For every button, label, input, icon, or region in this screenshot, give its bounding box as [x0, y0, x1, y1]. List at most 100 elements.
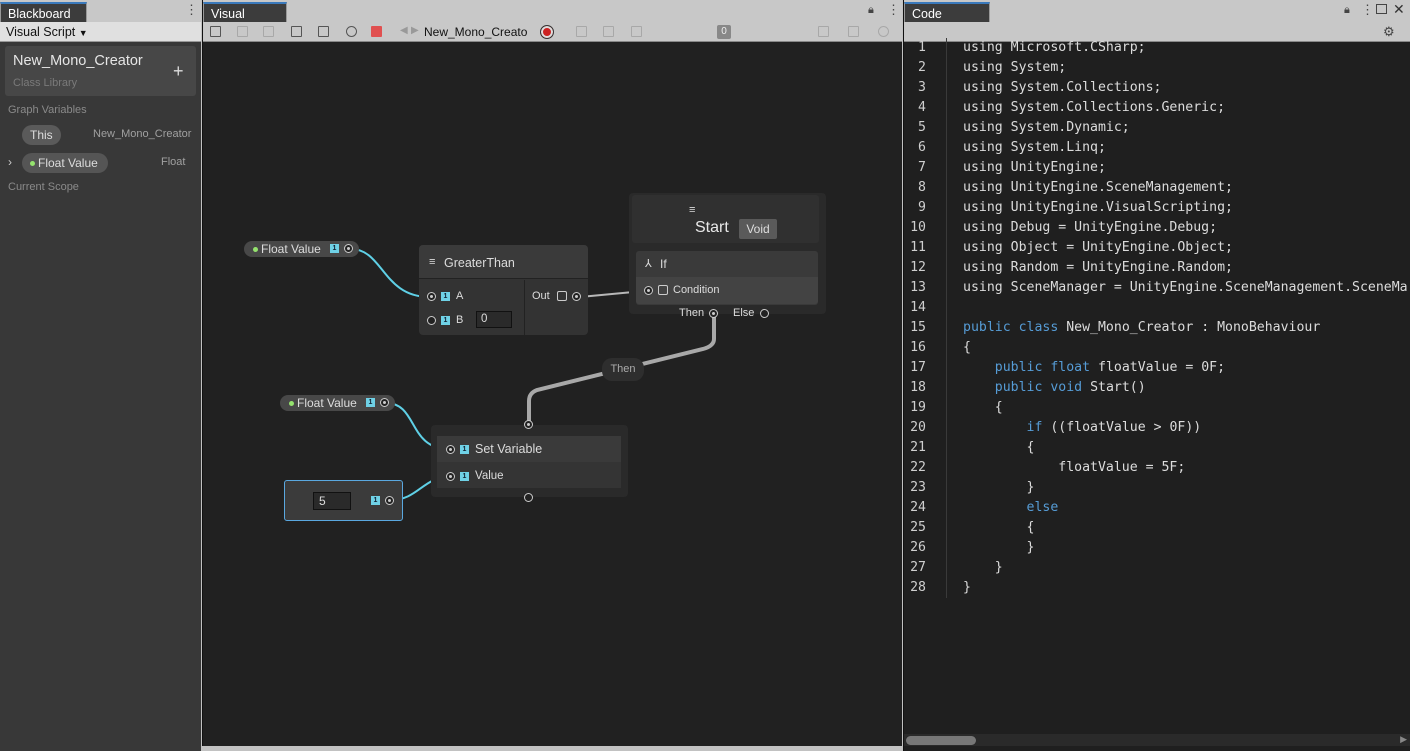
- tab-visual-script[interactable]: Visual Script: [203, 2, 287, 35]
- step-forward-icon[interactable]: [818, 26, 829, 37]
- float-value-label: Float Value: [297, 396, 357, 410]
- back-arrow-icon[interactable]: ◀: [400, 25, 408, 36]
- class-name: New_Mono_Creator: [13, 53, 143, 69]
- input-port-a[interactable]: [427, 292, 436, 301]
- class-card[interactable]: New_Mono_Creator Class Library +: [5, 46, 196, 96]
- more-icon[interactable]: ⋮: [887, 2, 900, 17]
- output-port[interactable]: [380, 398, 389, 407]
- green-dot-icon: [289, 401, 294, 406]
- step-back-icon[interactable]: [631, 26, 642, 37]
- import-icon[interactable]: [263, 26, 274, 37]
- line-number: 1: [918, 40, 926, 55]
- window-icon[interactable]: [291, 26, 302, 37]
- maximize-icon[interactable]: [1376, 4, 1387, 14]
- rewind-icon[interactable]: [603, 26, 614, 37]
- output-port[interactable]: [572, 292, 581, 301]
- fast-forward-icon[interactable]: [848, 26, 859, 37]
- output-port[interactable]: [344, 244, 353, 253]
- b-value-input[interactable]: 0: [476, 311, 512, 328]
- refresh-icon[interactable]: [346, 26, 357, 37]
- if-node[interactable]: ⅄ If Condition: [636, 251, 818, 305]
- condition-port[interactable]: [644, 286, 653, 295]
- var-this-pill[interactable]: This: [22, 125, 61, 145]
- save-icon[interactable]: [210, 26, 221, 37]
- stop-icon[interactable]: [576, 26, 587, 37]
- else-port[interactable]: [760, 309, 769, 318]
- if-title: If: [660, 257, 667, 271]
- line-number: 3: [918, 80, 926, 95]
- literal-input[interactable]: 5: [313, 492, 351, 510]
- line-number: 23: [910, 480, 926, 495]
- more-icon[interactable]: ⋮: [1361, 2, 1374, 17]
- line-text: public void Start(): [994, 380, 1146, 395]
- value-port[interactable]: [446, 472, 455, 481]
- record-icon[interactable]: [540, 25, 554, 39]
- grid-icon[interactable]: [318, 26, 329, 37]
- edges-layer: [350, 248, 716, 501]
- line-text: }: [963, 540, 1035, 555]
- line-number: 27: [910, 560, 926, 575]
- unit-icon: ≡: [689, 204, 696, 216]
- graph-canvas[interactable]: Float Value 1 ≡ GreaterThan 1 A 1 B 0 Ou…: [203, 41, 903, 746]
- dropdown-label: Visual Script: [6, 25, 76, 39]
- start-event-node[interactable]: ≡ Start Void ⅄ If Condition Then Else: [629, 193, 826, 319]
- float-type-icon: 1: [330, 244, 339, 253]
- expand-chevron-icon[interactable]: ›: [8, 155, 12, 169]
- line-number: 6: [918, 140, 926, 155]
- float-value-node-1[interactable]: Float Value 1: [244, 241, 359, 257]
- float-literal-node[interactable]: 5 1: [284, 480, 403, 521]
- code-viewer-tabbar: Code Viewer 🔒︎ ⋮ ✕: [904, 0, 1410, 35]
- flow-in-port[interactable]: [524, 420, 533, 429]
- flow-out-port[interactable]: [524, 493, 533, 502]
- settings-icon[interactable]: [878, 26, 889, 37]
- visual-script-panel: Visual Script 🔒︎ ⋮ ◀ ▶ New_Mono_Creato 0: [202, 0, 902, 746]
- scroll-thumb[interactable]: [906, 736, 976, 745]
- var-float-pill[interactable]: Float Value: [22, 153, 108, 173]
- tab-code-viewer[interactable]: Code Viewer: [904, 2, 990, 35]
- gear-icon[interactable]: ⚙: [1383, 24, 1395, 39]
- output-port[interactable]: [385, 496, 394, 505]
- lock-icon[interactable]: 🔒︎: [1344, 4, 1350, 16]
- close-icon[interactable]: ✕: [1393, 1, 1405, 17]
- line-number: 18: [910, 380, 926, 395]
- set-variable-node[interactable]: 1 Set Variable 1 Value: [431, 420, 628, 502]
- greater-than-node[interactable]: ≡ GreaterThan 1 A 1 B 0 Out: [419, 245, 588, 335]
- variable-port[interactable]: [446, 445, 455, 454]
- line-text: using UnityEngine.SceneManagement;: [963, 180, 1233, 195]
- visual-script-dropdown[interactable]: Visual Script ▼: [6, 25, 88, 39]
- horizontal-scrollbar[interactable]: ▶: [904, 734, 1410, 746]
- node-title: GreaterThan: [444, 256, 515, 270]
- lock-icon[interactable]: 🔒︎: [868, 4, 874, 16]
- more-icon[interactable]: ⋮: [185, 2, 198, 17]
- line-number: 25: [910, 520, 926, 535]
- start-header: [632, 195, 819, 243]
- then-relay-label[interactable]: Then: [602, 358, 644, 381]
- condition-row: [636, 277, 818, 304]
- line-text: using SceneManager = UnityEngine.SceneMa…: [963, 280, 1408, 295]
- tab-blackboard[interactable]: Blackboard: [0, 2, 87, 22]
- float-value-node-2[interactable]: Float Value 1: [280, 395, 395, 411]
- forward-arrow-icon[interactable]: ▶: [411, 25, 419, 36]
- scroll-right-icon[interactable]: ▶: [1400, 734, 1407, 744]
- then-port[interactable]: [709, 309, 718, 318]
- upload-icon[interactable]: [237, 26, 248, 37]
- line-number: 15: [910, 320, 926, 335]
- line-text: public float floatValue = 0F;: [994, 360, 1226, 375]
- float-value-label: Float Value: [261, 242, 321, 256]
- float-type-icon: 1: [441, 316, 450, 325]
- input-port-b[interactable]: [427, 316, 436, 325]
- error-icon[interactable]: [371, 26, 382, 37]
- line-text: using Object = UnityEngine.Object;: [963, 240, 1233, 255]
- line-text: }: [963, 560, 1003, 575]
- blackboard-toolbar: Visual Script ▼: [0, 22, 201, 42]
- add-icon[interactable]: +: [173, 61, 184, 81]
